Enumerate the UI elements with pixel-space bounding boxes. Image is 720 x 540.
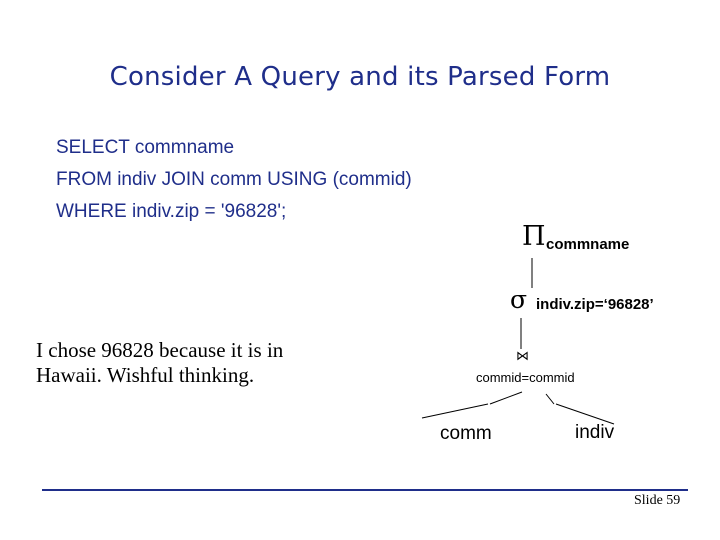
selection-symbol: σ — [510, 285, 528, 314]
slide-number: Slide 59 — [634, 493, 681, 508]
sql-line-from: FROM indiv JOIN comm USING (commid) — [56, 169, 412, 190]
edge-join-right — [545, 393, 555, 405]
footer-divider — [42, 489, 688, 491]
join-condition-label: commid=commid — [476, 370, 575, 385]
join-symbol: ⋈ — [516, 349, 529, 364]
edge-left-branch — [421, 403, 489, 419]
slide-title: Consider A Query and its Parsed Form — [109, 62, 611, 92]
sql-line-where: WHERE indiv.zip = '96828'; — [56, 201, 287, 222]
leaf-indiv: indiv — [575, 422, 615, 443]
leaf-comm: comm — [440, 423, 492, 444]
selection-label: indiv.zip=‘96828’ — [536, 296, 654, 313]
sql-line-select: SELECT commname — [56, 137, 235, 158]
edge-right-branch — [555, 403, 615, 425]
note-text: I chose 96828 because it is in Hawaii. W… — [36, 338, 284, 387]
sql-query: SELECT commname FROM indiv JOIN comm USI… — [56, 132, 412, 228]
edge-join-left — [489, 391, 523, 405]
projection-label: commname — [546, 236, 630, 253]
projection-symbol: Π — [522, 221, 546, 252]
